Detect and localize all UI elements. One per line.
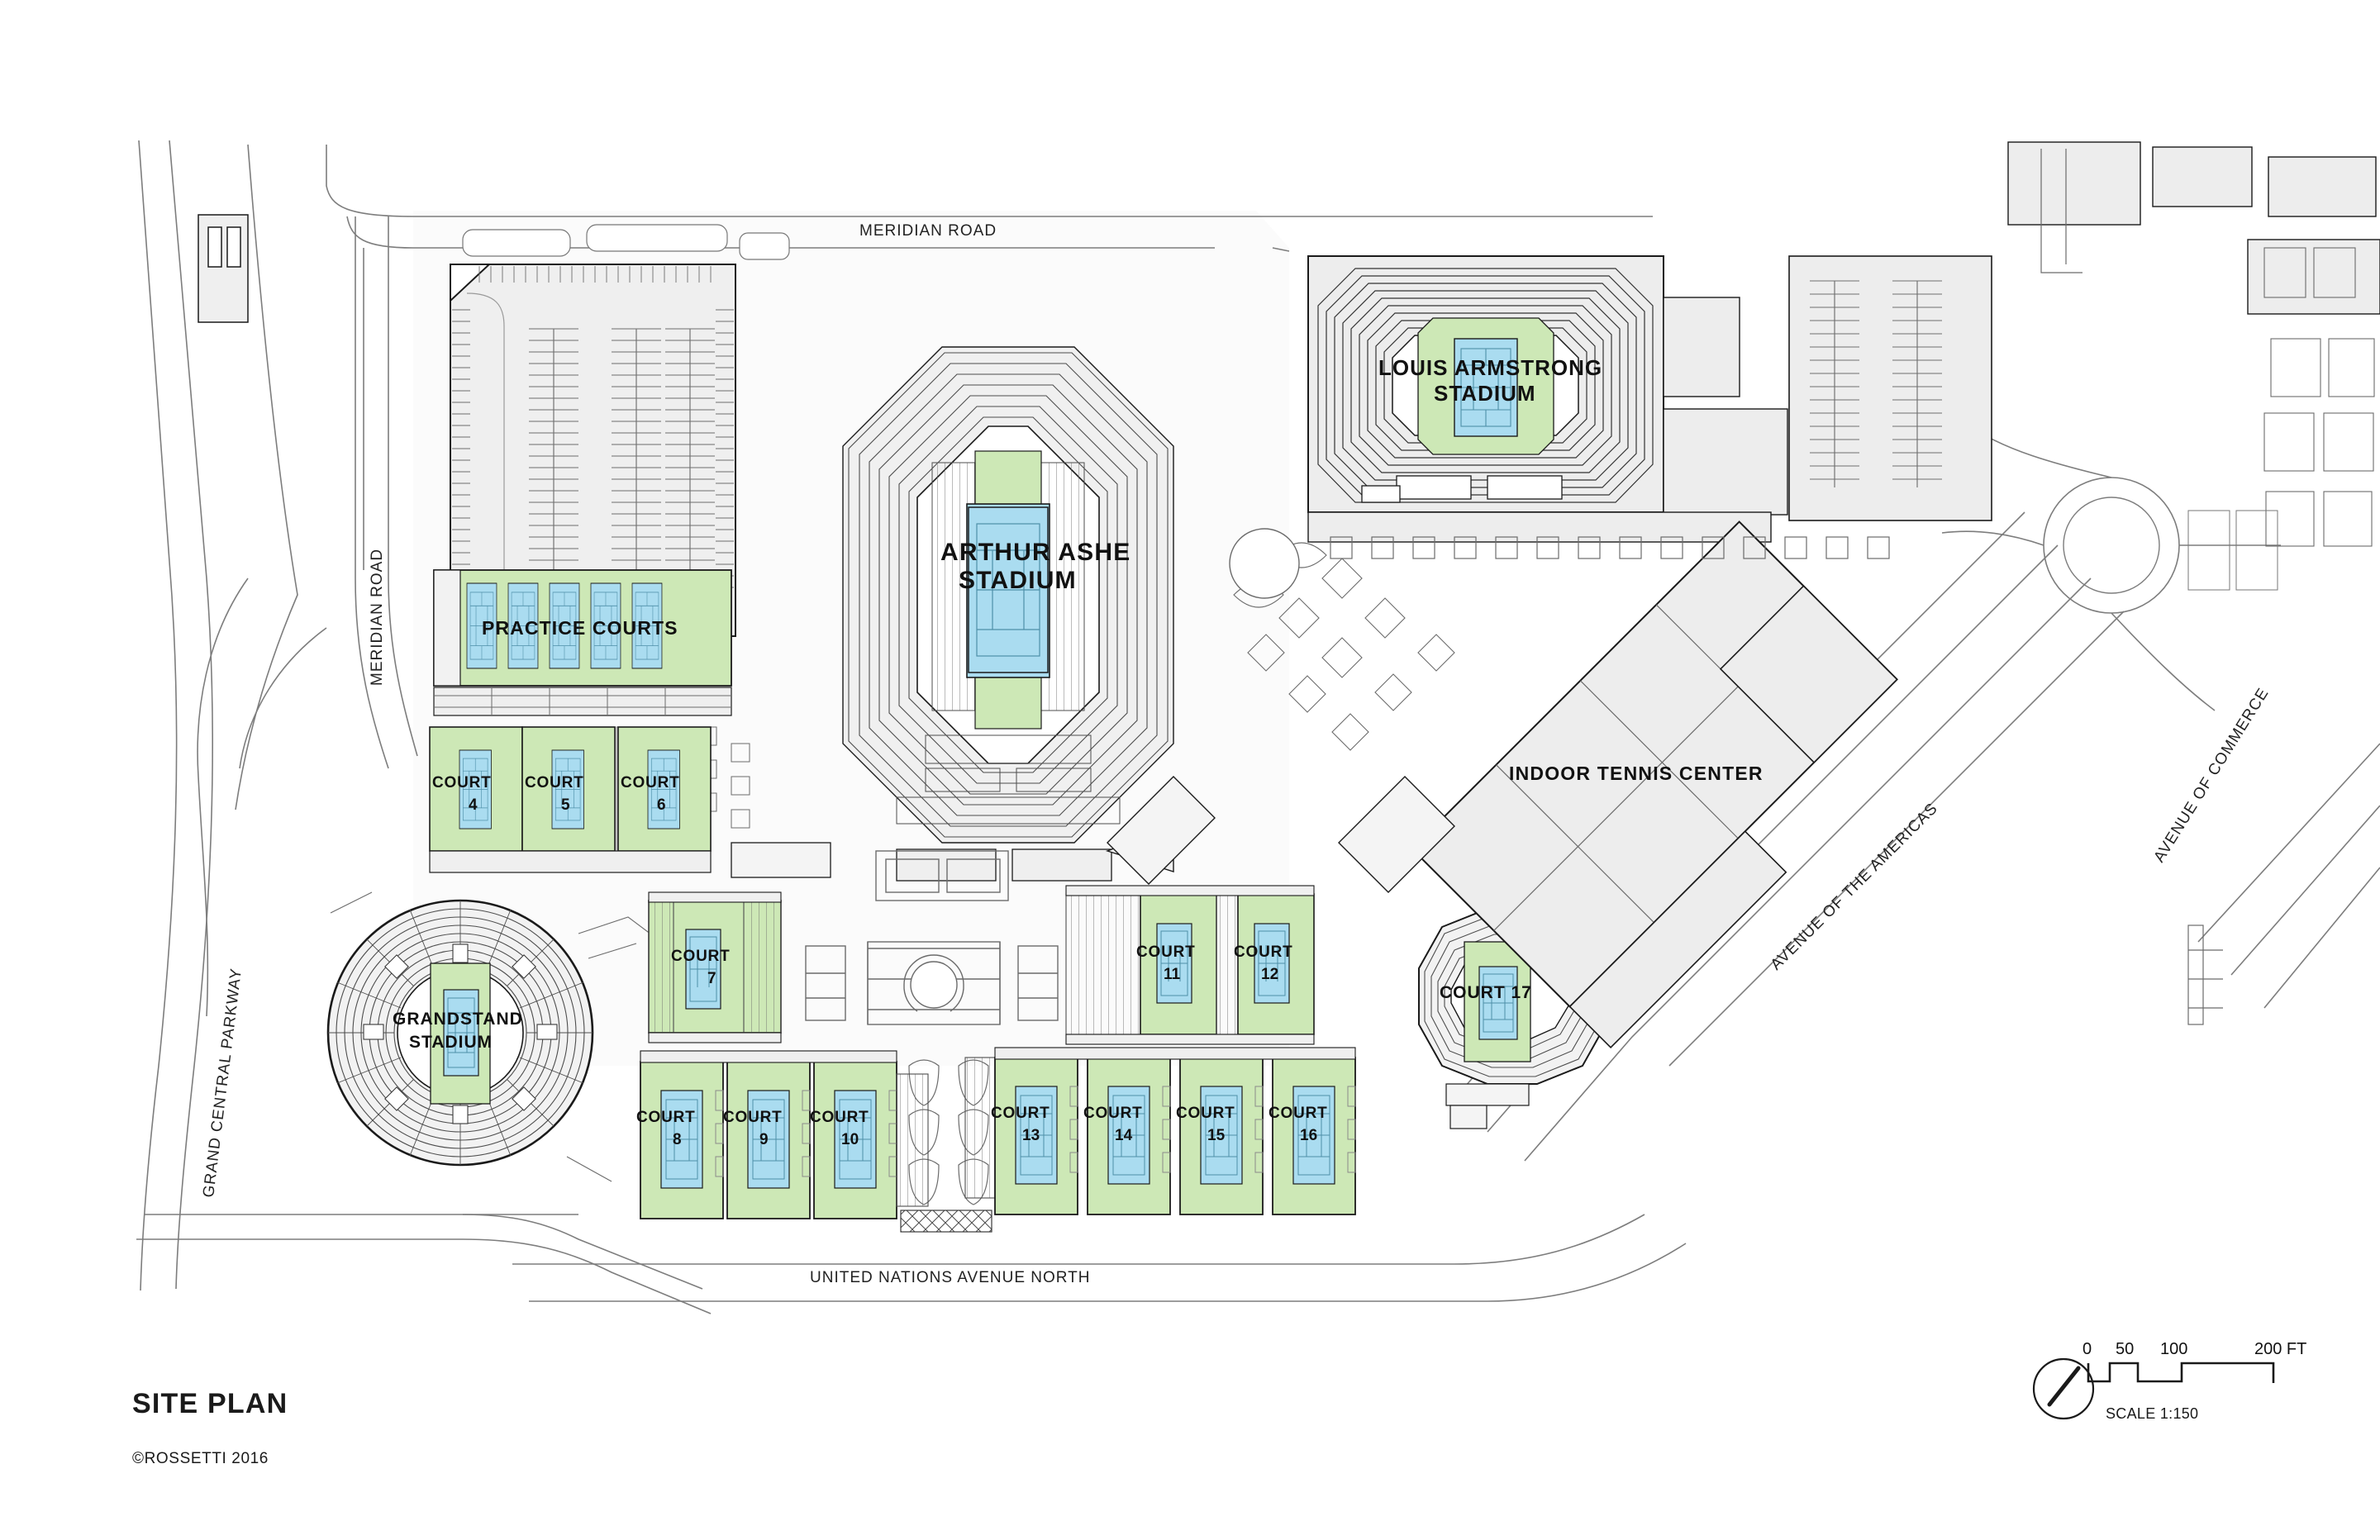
practice-courts (433, 569, 732, 716)
scale-bar-steps (2087, 1362, 2275, 1383)
court-17-label: COURT 17 (1440, 983, 1532, 1002)
practice-courts-label: PRACTICE COURTS (482, 617, 678, 639)
grandstand-label-line2: STADIUM (409, 1033, 493, 1052)
court-13-number: 13 (1022, 1127, 1040, 1144)
court-13-label: COURT 13 (991, 1105, 1050, 1144)
court-16-word: COURT (1269, 1105, 1328, 1122)
arthur-ashe-label-line2: STADIUM (959, 567, 1077, 594)
court-5-label: COURT 5 (525, 774, 584, 814)
meridian-road-top-label: MERIDIAN ROAD (859, 222, 997, 240)
louis-armstrong-label: LOUIS ARMSTRONG STADIUM (1378, 355, 1602, 406)
court-6-number: 6 (657, 796, 666, 814)
copyright-notice: ©ROSSETTI 2016 (132, 1450, 269, 1467)
arthur-ashe-label-line1: ARTHUR ASHE (940, 539, 1130, 566)
court-15-number: 15 (1207, 1127, 1226, 1144)
scale-tick-100: 100 (2160, 1340, 2187, 1358)
meridian-road-left-label: MERIDIAN ROAD (369, 549, 386, 686)
courts-8-9-10 (640, 1050, 929, 1219)
court-14-word: COURT (1083, 1105, 1143, 1122)
court-17-stadium (1418, 908, 1606, 1129)
courts-4-5-6 (429, 726, 712, 873)
scale-tick-0: 0 (2082, 1340, 2092, 1358)
south-plaza-features (731, 825, 1174, 1025)
court-8-label: COURT 8 (636, 1109, 696, 1148)
grandstand-label-line1: GRANDSTAND (393, 1010, 523, 1029)
court-4-number: 4 (469, 796, 478, 814)
scale-bar-group: 0 50 100 200 FT (2032, 1340, 2306, 1420)
court-4-label: COURT 4 (432, 774, 492, 814)
scale-tick-200: 200 FT (2254, 1340, 2306, 1358)
court-9-number: 9 (759, 1131, 769, 1148)
court-7-group (648, 891, 782, 1043)
united-nations-avenue-north-label: UNITED NATIONS AVENUE NORTH (810, 1269, 1090, 1286)
court-4-word: COURT (432, 774, 492, 791)
grandstand-stadium (326, 891, 662, 1182)
court-13-word: COURT (991, 1105, 1050, 1122)
court-5-word: COURT (525, 774, 584, 791)
court-5-number: 5 (561, 796, 570, 814)
court-15-word: COURT (1176, 1105, 1235, 1122)
court-12-label: COURT 12 (1234, 943, 1293, 983)
court-10-label: COURT 10 (810, 1109, 869, 1148)
court-11-number: 11 (1164, 966, 1181, 983)
court-10-word: COURT (810, 1109, 869, 1126)
court-15-label: COURT 15 (1176, 1105, 1235, 1144)
north-arrow-needle (2047, 1366, 2081, 1407)
scale-caption: SCALE 1:150 (2106, 1405, 2199, 1422)
west-service-buildings (198, 214, 249, 323)
crosswalk-hatch (900, 1210, 992, 1233)
court-9-word: COURT (723, 1109, 783, 1126)
court-10-number: 10 (841, 1131, 859, 1148)
court-7-label: COURT 7 (671, 948, 731, 987)
court-7-word: COURT (671, 948, 731, 965)
court-6-word: COURT (621, 774, 680, 791)
page-title: SITE PLAN (132, 1388, 288, 1419)
louis-armstrong-stadium (1307, 255, 1788, 543)
indoor-tennis-center-label: INDOOR TENNIS CENTER (1509, 763, 1764, 784)
scale-tick-50: 50 (2116, 1340, 2134, 1358)
court-11-word: COURT (1136, 943, 1196, 961)
court-8-number: 8 (673, 1131, 682, 1148)
grandstand-label: GRANDSTAND STADIUM (393, 1010, 523, 1052)
court-16-label: COURT 16 (1269, 1105, 1328, 1144)
arthur-ashe-label: ARTHUR ASHE STADIUM (940, 539, 1130, 594)
louis-armstrong-label-line1: LOUIS ARMSTRONG (1378, 355, 1602, 380)
court-6-label: COURT 6 (621, 774, 680, 814)
indoor-tennis-center (1107, 520, 1898, 1049)
court-14-label: COURT 14 (1083, 1105, 1143, 1144)
court-11-label: COURT 11 (1136, 943, 1196, 983)
court-12-number: 12 (1261, 966, 1278, 983)
northeast-parking-and-buildings (1788, 141, 2380, 1025)
court-16-number: 16 (1300, 1127, 1317, 1144)
court-14-number: 14 (1115, 1127, 1133, 1144)
arthur-ashe-stadium (697, 346, 1174, 882)
court-7-number: 7 (707, 970, 716, 987)
courts-11-12-group (1065, 885, 1315, 1045)
court-9-label: COURT 9 (723, 1109, 783, 1148)
courts-13-16 (964, 1047, 1356, 1215)
court-8-word: COURT (636, 1109, 696, 1126)
court-12-word: COURT (1234, 943, 1293, 961)
louis-armstrong-label-line2: STADIUM (1434, 381, 1536, 406)
